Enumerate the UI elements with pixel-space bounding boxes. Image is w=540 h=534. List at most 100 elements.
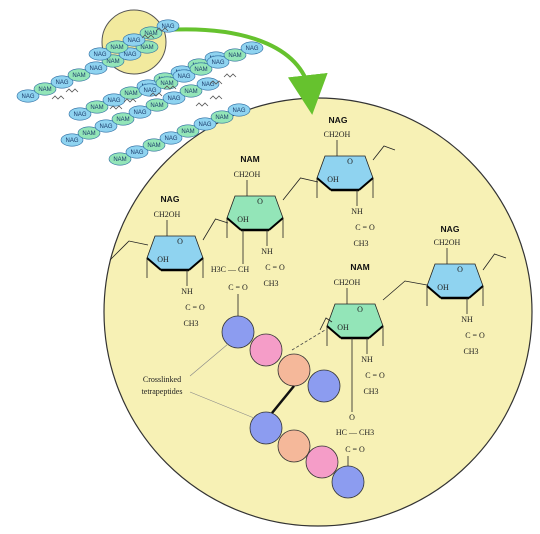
carbonyl-label: C = O — [365, 371, 385, 380]
peptide-bead-1b — [249, 333, 283, 367]
svg-text:NAG: NAG — [211, 60, 224, 66]
svg-text:NAM: NAM — [38, 87, 51, 93]
overview-crosslink — [149, 92, 163, 97]
svg-text:NAG: NAG — [99, 124, 112, 130]
svg-text:NAG: NAG — [107, 98, 120, 104]
peptide-bead-2a — [249, 411, 283, 445]
overview-nag-unit: NAG — [227, 103, 251, 117]
overview-nag-unit: NAG — [50, 75, 74, 89]
svg-text:NAG: NAG — [89, 66, 102, 72]
overview-nam-unit: NAM — [105, 40, 129, 54]
nag-right-ring: O OH CH2OH NH C = O CH3 — [426, 238, 485, 356]
svg-text:NAM: NAM — [113, 157, 126, 163]
svg-text:NAG: NAG — [127, 38, 140, 44]
nh-label: NH — [461, 315, 473, 324]
glycosidic-bond — [482, 253, 507, 271]
overview-nag-unit: NAG — [162, 91, 186, 105]
svg-text:NAG: NAG — [73, 112, 86, 118]
carbonyl-label: C = O — [355, 223, 375, 232]
ch3-label: CH3 — [363, 387, 378, 396]
svg-text:NAG: NAG — [143, 88, 156, 94]
nag-left-title: NAG — [161, 194, 180, 204]
crosslinked-label-line2: tetrapeptides — [142, 387, 183, 396]
peptide-crosslink-bond — [271, 385, 295, 414]
svg-text:NAG: NAG — [198, 122, 211, 128]
overview-nag-unit: NAG — [172, 69, 196, 83]
overview-crosslink — [195, 102, 209, 107]
ring-oxygen-label: O — [347, 157, 353, 166]
lactyl-h3c-label: H3C — CH — [211, 265, 249, 274]
overview-nam-unit: NAM — [139, 26, 163, 40]
overview-nag-unit: NAG — [88, 47, 112, 61]
overview-crosslink — [123, 98, 137, 103]
svg-text:NAM: NAM — [90, 105, 103, 111]
zoom-arrow — [163, 27, 328, 115]
ch2oh-label: CH2OH — [434, 238, 461, 247]
svg-text:NAM: NAM — [116, 117, 129, 123]
svg-text:NAM: NAM — [110, 45, 123, 51]
overview-nag-unit: NAG — [60, 133, 84, 147]
peptide-bead-1d — [307, 369, 341, 403]
overview-chains: NAGNAMNAGNAMNAGNAMNAGNAMNAGNAMNAGNAMNAGN… — [16, 19, 264, 166]
overview-nam-unit: NAM — [223, 48, 247, 62]
overview-nag-unit: NAG — [206, 55, 230, 69]
overview-crosslink — [209, 80, 223, 85]
overview-nag-unit: NAG — [196, 77, 220, 91]
svg-text:NAG: NAG — [93, 52, 106, 58]
nh-label: NH — [351, 207, 363, 216]
svg-text:NAG: NAG — [130, 150, 143, 156]
ring-oxygen-label: O — [457, 265, 463, 274]
overview-nag-unit: NAG — [240, 41, 264, 55]
overview-crosslink — [109, 105, 123, 110]
ch3-label: CH3 — [463, 347, 478, 356]
lactyl-hc-label: HC — CH3 — [336, 428, 374, 437]
oh-label: OH — [337, 323, 349, 332]
carbonyl-label: C = O — [465, 331, 485, 340]
overview-nam-unit: NAM — [210, 110, 234, 124]
overview-nag-unit: NAG — [16, 89, 40, 103]
nh-label: NH — [361, 355, 373, 364]
overview-nam-unit: NAM — [33, 82, 57, 96]
overview-nam-unit: NAM — [189, 62, 213, 76]
label-leader — [189, 391, 255, 419]
carbonyl-label: C = O — [185, 303, 205, 312]
svg-text:NAM: NAM — [184, 89, 197, 95]
overview-nag-unit: NAG — [122, 33, 146, 47]
nag-top-title: NAG — [329, 115, 348, 125]
overview-nag-unit: NAG — [128, 105, 152, 119]
crosslinked-label-line1: Crosslinked — [143, 375, 181, 384]
peptide-bead-2b — [277, 429, 311, 463]
svg-text:NAM: NAM — [194, 67, 207, 73]
overview-nam-unit: NAM — [67, 68, 91, 82]
lactyl-carbonyl-label: C = O — [345, 445, 365, 454]
oh-label: OH — [437, 283, 449, 292]
peptide-bead-1c — [277, 353, 311, 387]
glycosidic-bond — [202, 218, 229, 241]
ch2oh-label: CH2OH — [334, 278, 361, 287]
overview-nam-unit: NAM — [108, 152, 132, 166]
overview-crosslink — [155, 27, 169, 32]
ring-oxygen-label: O — [357, 305, 363, 314]
svg-text:NAG: NAG — [161, 24, 174, 30]
ring-oxygen-label: O — [177, 237, 183, 246]
overview-nag-unit: NAG — [102, 93, 126, 107]
glycosidic-bond — [109, 240, 149, 261]
overview-nam-unit: NAM — [77, 126, 101, 140]
nh-label: NH — [181, 287, 193, 296]
svg-text:NAG: NAG — [65, 138, 78, 144]
overview-nam-unit: NAM — [85, 100, 109, 114]
ring-oxygen-label: O — [257, 197, 263, 206]
oh-label: OH — [327, 175, 339, 184]
nam-lower-title: NAM — [350, 262, 369, 272]
overview-nag-unit: NAG — [156, 19, 180, 33]
overview-nam-unit: NAM — [111, 112, 135, 126]
overview-nag-unit: NAG — [159, 131, 183, 145]
overview-nam-unit: NAM — [176, 124, 200, 138]
peptide-bead-1a — [221, 315, 255, 349]
svg-text:NAG: NAG — [21, 94, 34, 100]
nag-right-title: NAG — [441, 224, 460, 234]
glycosidic-bond — [382, 280, 428, 301]
